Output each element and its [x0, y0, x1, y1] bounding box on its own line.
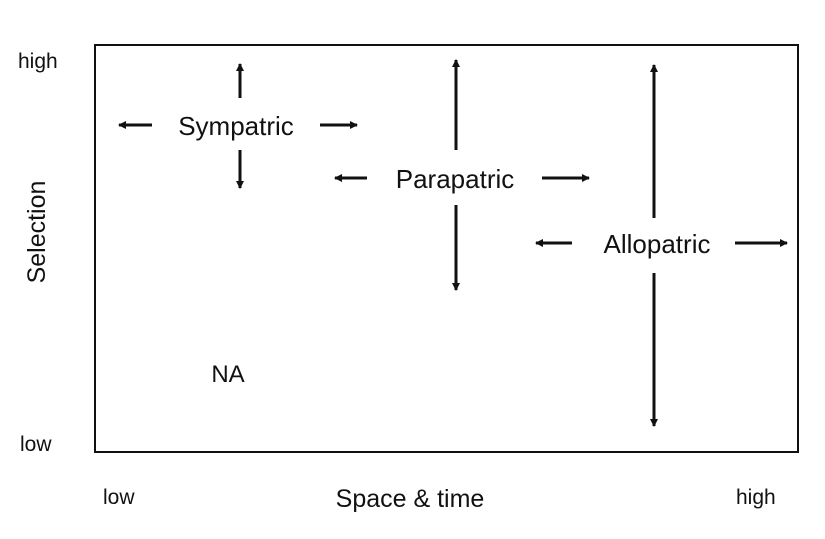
sympatric-label: Sympatric: [178, 111, 294, 141]
y-axis-title: Selection: [23, 181, 51, 284]
allopatric-label: Allopatric: [604, 229, 711, 259]
parapatric-label: Parapatric: [396, 164, 515, 194]
x-low-label: low: [103, 486, 135, 509]
x-axis-title: Space & time: [336, 485, 485, 513]
plot-frame: [94, 44, 799, 453]
x-high-label: high: [736, 486, 776, 509]
na-label: NA: [211, 361, 244, 388]
y-high-label: high: [18, 50, 58, 73]
parapatric-group: Parapatric: [334, 59, 590, 291]
sympatric-group: Sympatric: [118, 63, 358, 189]
allopatric-group: Allopatric: [535, 64, 788, 427]
y-low-label: low: [20, 433, 52, 456]
